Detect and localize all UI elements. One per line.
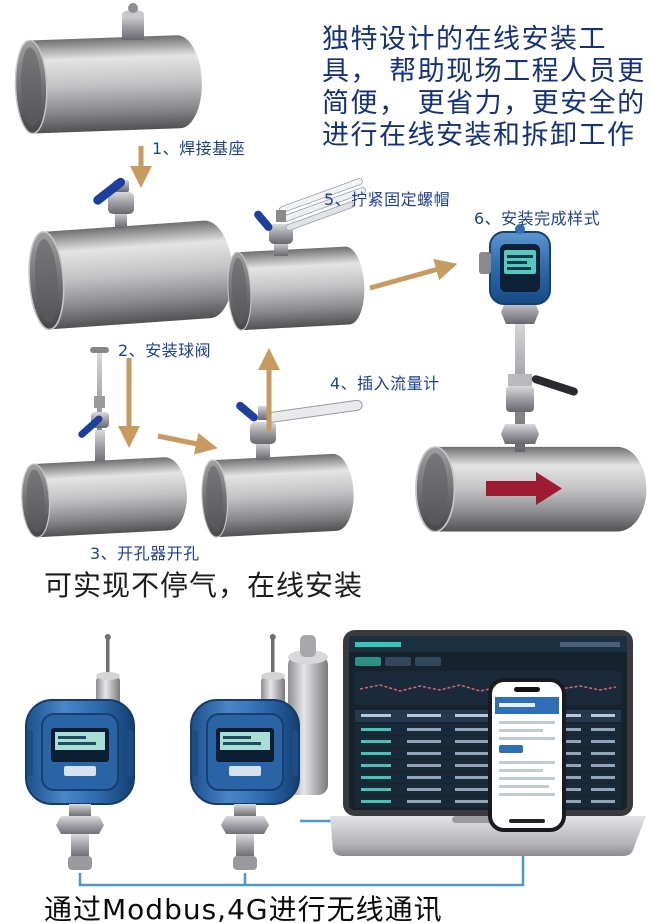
wireless-communication-illustration (25, 630, 646, 887)
flow-direction-arrow (486, 472, 562, 505)
online-install-caption: 可实现不停气，在线安装 (44, 569, 364, 602)
ball-valve-icon (93, 177, 134, 228)
installed-flowmeter-icon (479, 224, 578, 452)
step5-label: 5、拧紧固定螺帽 (324, 190, 451, 209)
phone-notch (514, 687, 540, 692)
hole-opener-icon (78, 347, 109, 464)
pipe-step5-illustration (225, 178, 367, 332)
step4-label: 4、插入流量计 (330, 374, 440, 393)
arrow-step5-right (369, 259, 458, 291)
phone-app-screen (495, 697, 559, 796)
phone-home-bar (509, 819, 545, 823)
step3-label: 3、开孔器开孔 (90, 544, 200, 563)
step2-label: 2、安装球阀 (118, 341, 212, 360)
arrow-step3-right (157, 433, 218, 455)
phone (488, 678, 566, 832)
installation-steps-illustration (13, 3, 648, 539)
step6-label: 6、安装完成样式 (474, 209, 601, 228)
tightening-tool-icon (254, 178, 367, 256)
step-arrows (118, 146, 458, 455)
step1-label: 1、焊接基座 (152, 139, 246, 158)
pipe-step1-illustration (13, 3, 205, 135)
pipe-step2-illustration (25, 177, 237, 332)
pipe-step4-illustration (199, 399, 363, 539)
gas-detector-2 (190, 633, 300, 871)
flowmeter-display (504, 250, 536, 274)
intro-text: 独特设计的在线安装工具， 帮助现场工程人员更简便， 更省力，更安全的进行在线安装… (322, 24, 646, 151)
insert-valve-icon (236, 399, 363, 460)
pipe-step3-illustration (19, 347, 190, 539)
connection-line-bus (78, 829, 525, 887)
gas-detector-1 (25, 633, 135, 871)
completed-installation-illustration (415, 224, 648, 533)
wireless-caption: 通过Modbus,4G进行无线通讯 (44, 893, 443, 923)
weld-base-icon (122, 3, 144, 40)
